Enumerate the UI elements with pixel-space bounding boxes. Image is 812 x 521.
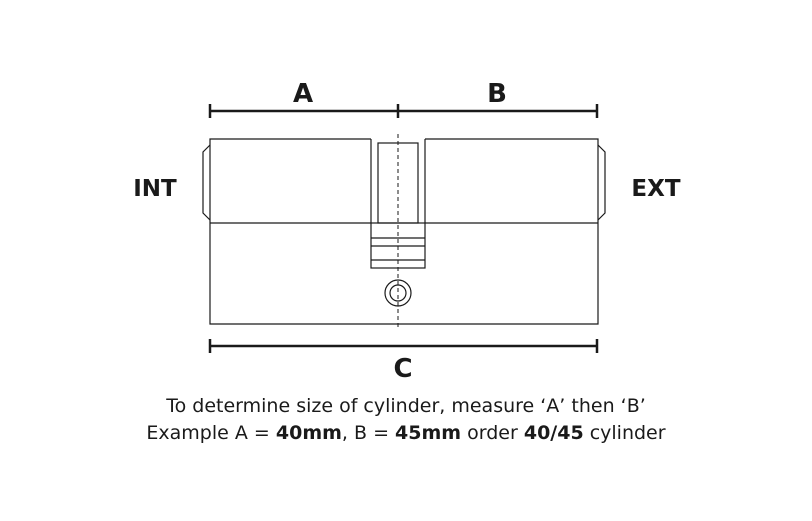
caption-prefix: Example A =: [146, 422, 276, 444]
cylinder-body: [202, 138, 606, 325]
label-c: C: [393, 354, 412, 384]
fixing-screw-hole: [384, 279, 412, 307]
label-ext: EXT: [631, 176, 680, 202]
label-int: INT: [133, 176, 177, 202]
caption-a-value: 40mm: [275, 422, 342, 444]
dimension-b: [398, 104, 599, 118]
caption-mid1: , B =: [341, 422, 396, 444]
caption-order-value: 40/45: [523, 422, 584, 444]
dimension-c: [208, 339, 599, 353]
caption-suffix: cylinder: [583, 422, 666, 444]
caption-mid2: order: [461, 422, 524, 444]
caption-b-value: 45mm: [395, 422, 462, 444]
label-b: B: [487, 79, 507, 109]
caption-line-2: Example A = 40mm, B = 45mm order 40/45 c…: [0, 421, 812, 445]
label-a: A: [293, 79, 313, 109]
caption-instruction: To determine size of cylinder, measure ‘…: [166, 395, 646, 417]
caption-line-1: To determine size of cylinder, measure ‘…: [0, 394, 812, 418]
